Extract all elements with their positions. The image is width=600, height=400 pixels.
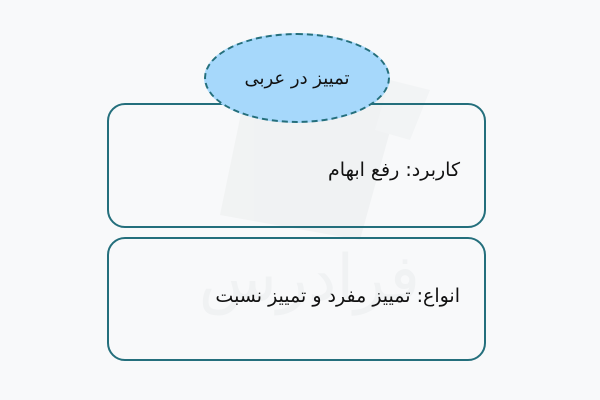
types-text: انواع: تمییز مفرد و تمییز نسبت bbox=[215, 285, 460, 307]
title-ellipse: تمییز در عربی bbox=[204, 33, 390, 123]
diagram-title: تمییز در عربی bbox=[244, 67, 350, 89]
usage-text: کاربرد: رفع ابهام bbox=[328, 158, 460, 181]
types-card: انواع: تمییز مفرد و تمییز نسبت bbox=[107, 237, 486, 361]
